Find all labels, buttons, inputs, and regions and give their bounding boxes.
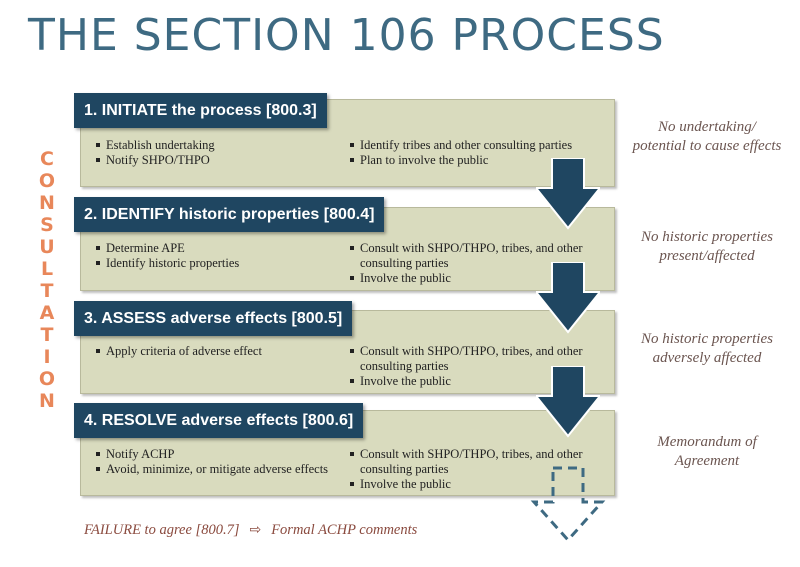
consultation-letter: L [40, 258, 54, 280]
down-arrow-icon [536, 366, 600, 438]
step-verb: RESOLVE [101, 412, 178, 429]
list-item: Apply criteria of adverse effect [96, 344, 336, 359]
failure-text: FAILURE to agree [800.7] [84, 522, 240, 538]
step-number: 1. [84, 102, 98, 119]
step-verb: IDENTIFY [101, 206, 175, 223]
list-item: Involve the public [350, 477, 612, 492]
step-2-right-list: Consult with SHPO/THPO, tribes, and othe… [350, 241, 612, 286]
list-item: Identify tribes and other consulting par… [350, 138, 610, 153]
consultation-letter: N [39, 390, 55, 412]
step-4-left-list: Notify ACHP Avoid, minimize, or mitigate… [96, 447, 346, 477]
consultation-letter: T [40, 324, 54, 346]
step-2-header: 2. IDENTIFY historic properties [800.4] [74, 197, 385, 232]
step-title-rest: adverse effects [800.5] [166, 310, 343, 327]
failure-line: FAILURE to agree [800.7] ⇨ Formal ACHP c… [84, 522, 417, 539]
step-1-header: 1. INITIATE the process [800.3] [74, 93, 327, 128]
list-item: Consult with SHPO/THPO, tribes, and othe… [350, 344, 612, 374]
step-2-left-list: Determine APE Identify historic properti… [96, 241, 336, 271]
consultation-letter: T [40, 280, 54, 302]
outcome-no-historic-properties: No historic properties present/affected [641, 229, 773, 264]
step-title-rest: the process [800.3] [167, 102, 317, 119]
list-item: Establish undertaking [96, 138, 336, 153]
step-title-rest: adverse effects [800.6] [177, 412, 354, 429]
step-3-right-list: Consult with SHPO/THPO, tribes, and othe… [350, 344, 612, 389]
consultation-letter: U [39, 236, 55, 258]
step-verb: INITIATE [101, 102, 168, 119]
step-4-right-list: Consult with SHPO/THPO, tribes, and othe… [350, 447, 612, 492]
right-arrow-icon: ⇨ [249, 523, 262, 538]
step-3-left-list: Apply criteria of adverse effect [96, 344, 336, 359]
list-item: Involve the public [350, 374, 612, 389]
down-arrow-icon [536, 262, 600, 334]
step-verb: ASSESS [101, 310, 167, 327]
consultation-label: C O N S U L T A T I O N [36, 148, 58, 412]
list-item: Notify SHPO/THPO [96, 153, 336, 168]
consultation-letter: C [40, 148, 54, 170]
step-1-right-list: Identify tribes and other consulting par… [350, 138, 610, 168]
step-title-rest: historic properties [800.4] [174, 206, 375, 223]
list-item: Plan to involve the public [350, 153, 610, 168]
outcome-no-adverse-effect: No historic properties adversely affecte… [641, 331, 773, 366]
failure-result: Formal ACHP comments [271, 522, 418, 538]
dashed-down-arrow-icon [530, 466, 606, 543]
list-item: Determine APE [96, 241, 336, 256]
outcome-memorandum-of-agreement: Memorandum of Agreement [657, 434, 757, 469]
consultation-letter: S [40, 214, 54, 236]
list-item: Avoid, minimize, or mitigate adverse eff… [96, 462, 346, 477]
step-3-header: 3. ASSESS adverse effects [800.5] [74, 301, 353, 336]
step-number: 2. [84, 206, 98, 223]
list-item: Consult with SHPO/THPO, tribes, and othe… [350, 447, 612, 477]
step-1-left-list: Establish undertaking Notify SHPO/THPO [96, 138, 336, 168]
consultation-letter: A [39, 302, 55, 324]
outcome-no-undertaking: No undertaking/ potential to cause effec… [632, 119, 782, 154]
consultation-letter: I [43, 346, 51, 368]
list-item: Identify historic properties [96, 256, 336, 271]
page-title: THE SECTION 106 PROCESS [28, 10, 665, 61]
step-4-header: 4. RESOLVE adverse effects [800.6] [74, 403, 364, 438]
list-item: Consult with SHPO/THPO, tribes, and othe… [350, 241, 612, 271]
down-arrow-icon [536, 158, 600, 230]
consultation-letter: N [39, 192, 55, 214]
list-item: Involve the public [350, 271, 612, 286]
list-item: Notify ACHP [96, 447, 346, 462]
consultation-letter: O [38, 170, 56, 192]
consultation-letter: O [38, 368, 56, 390]
step-number: 3. [84, 310, 98, 327]
step-number: 4. [84, 412, 98, 429]
